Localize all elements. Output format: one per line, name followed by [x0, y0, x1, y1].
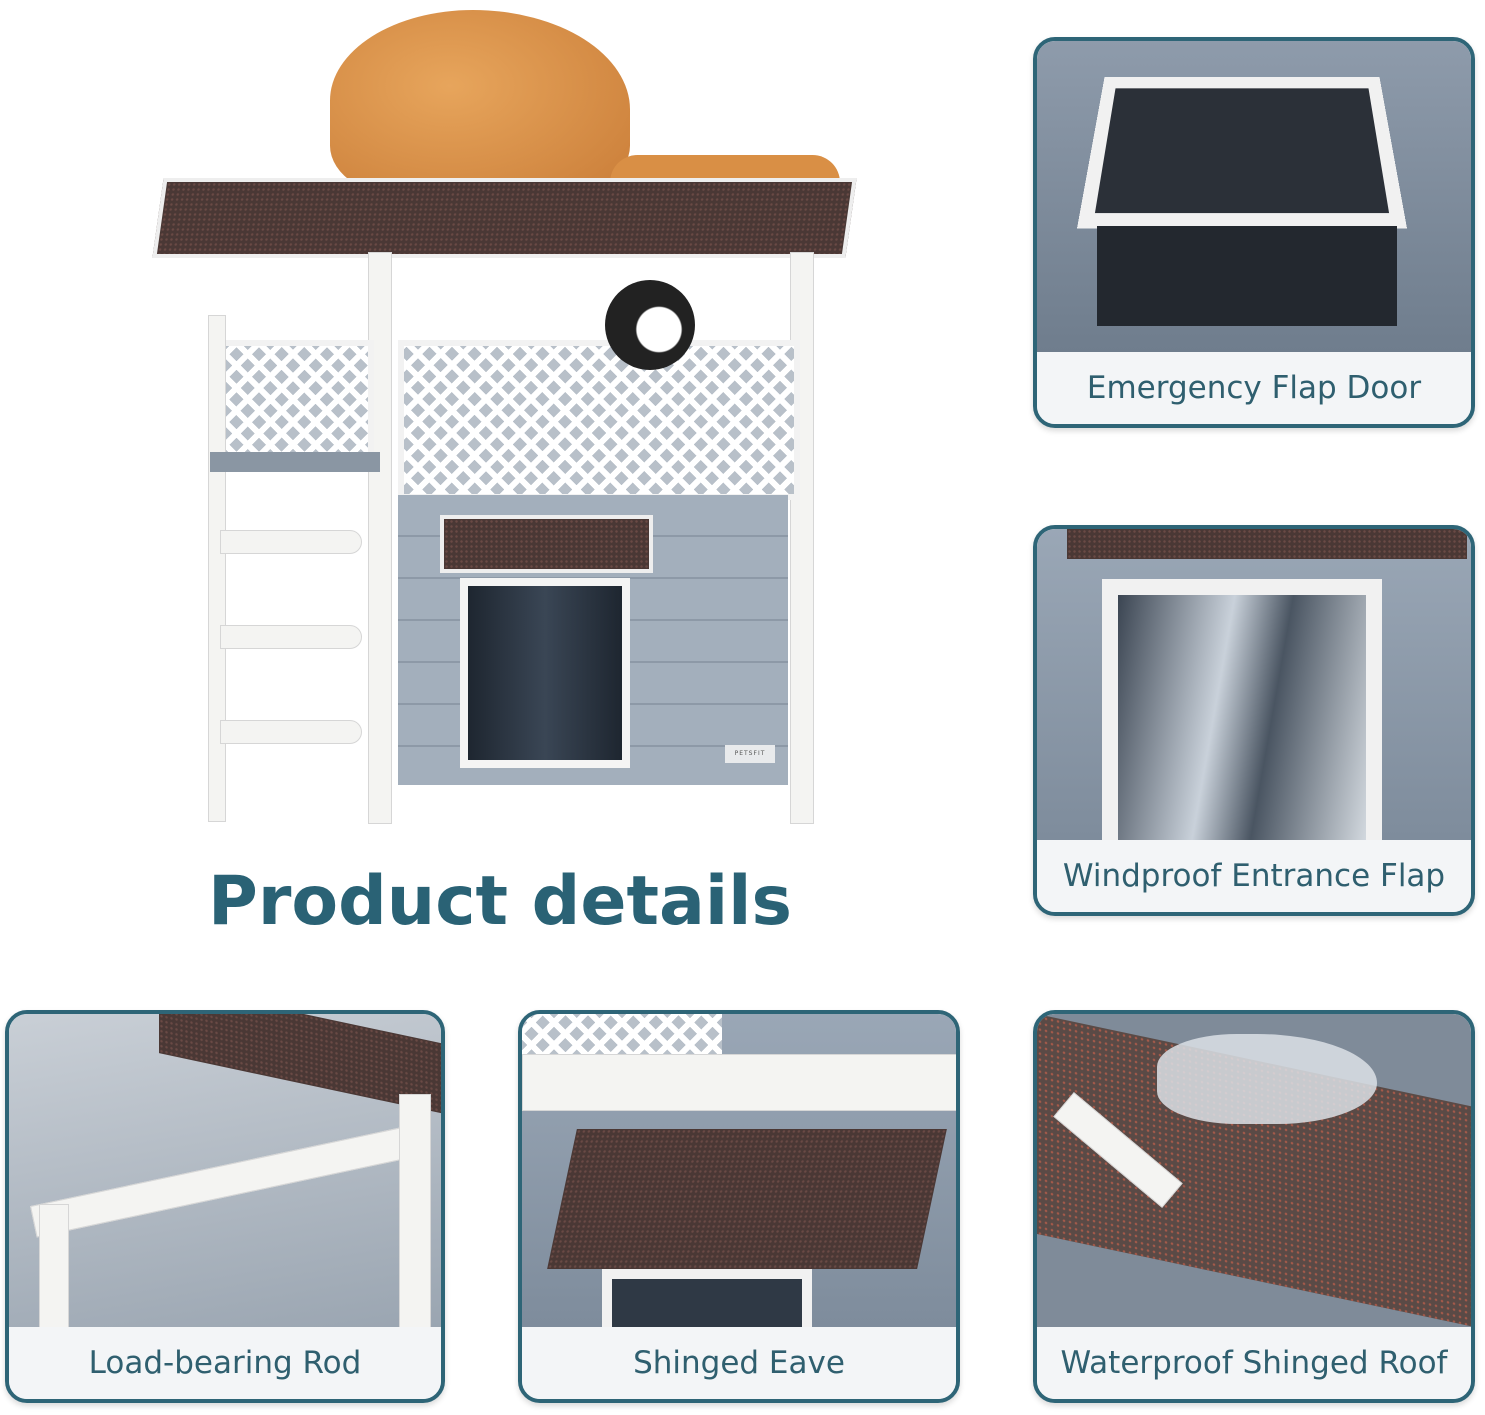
- side-railing: [212, 340, 374, 462]
- ladder-rail: [208, 315, 226, 822]
- balcony-railing: [398, 340, 800, 500]
- feature-card-emergency-flap-door: Emergency Flap Door: [1033, 37, 1475, 428]
- ladder-step: [220, 530, 362, 554]
- entrance-door: [460, 578, 630, 768]
- feature-label: Load-bearing Rod: [9, 1327, 441, 1399]
- windproof-entrance-flap-photo: [1037, 529, 1471, 849]
- ladder-step: [220, 720, 362, 744]
- brand-logo-plate: PETSFIT: [725, 745, 775, 763]
- emergency-flap-door-photo: [1037, 41, 1471, 352]
- cat-house-product-image: PETSFIT: [150, 0, 870, 830]
- feature-card-windproof-entrance-flap: Windproof Entrance Flap: [1033, 525, 1475, 916]
- waterproof-shinged-roof-photo: [1037, 1014, 1471, 1327]
- post: [368, 252, 392, 824]
- black-white-cat: [605, 280, 695, 370]
- page-title: Product details: [208, 862, 792, 941]
- side-platform: [210, 452, 380, 472]
- shinged-eave-photo: [522, 1014, 956, 1339]
- feature-label: Waterproof Shinged Roof: [1037, 1327, 1471, 1399]
- feature-card-load-bearing-rod: Load-bearing Rod: [5, 1010, 445, 1403]
- post: [790, 252, 814, 824]
- feature-card-waterproof-shinged-roof: Waterproof Shinged Roof: [1033, 1010, 1475, 1403]
- feature-label: Windproof Entrance Flap: [1037, 840, 1471, 912]
- feature-label: Shinged Eave: [522, 1327, 956, 1399]
- feature-label: Emergency Flap Door: [1037, 352, 1471, 424]
- load-bearing-rod-photo: [9, 1014, 441, 1336]
- feature-card-shinged-eave: Shinged Eave: [518, 1010, 960, 1403]
- orange-cat: [330, 10, 630, 200]
- door-eave: [440, 515, 653, 573]
- roof: [152, 178, 857, 258]
- ladder-step: [220, 625, 362, 649]
